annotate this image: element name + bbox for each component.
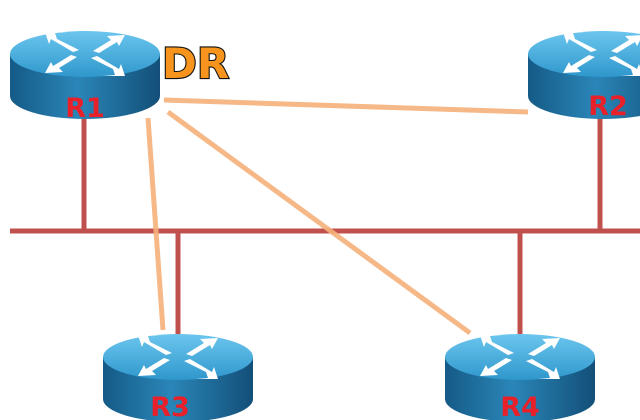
router-r4: R4 bbox=[445, 334, 595, 420]
router-r1: R1 bbox=[10, 31, 160, 124]
router-label-r2: R2 bbox=[588, 91, 628, 122]
adjacency-r1-r2 bbox=[163, 97, 529, 115]
adjacency-r1-r4 bbox=[166, 109, 472, 336]
router-label-r3: R3 bbox=[150, 392, 190, 420]
router-r3: R3 bbox=[103, 334, 253, 420]
adjacency-r1-r3 bbox=[145, 117, 166, 331]
router-label-r1: R1 bbox=[65, 93, 105, 124]
router-label-r4: R4 bbox=[500, 392, 540, 420]
dr-badge: DR bbox=[162, 39, 229, 88]
router-r2: R2 bbox=[528, 31, 640, 122]
